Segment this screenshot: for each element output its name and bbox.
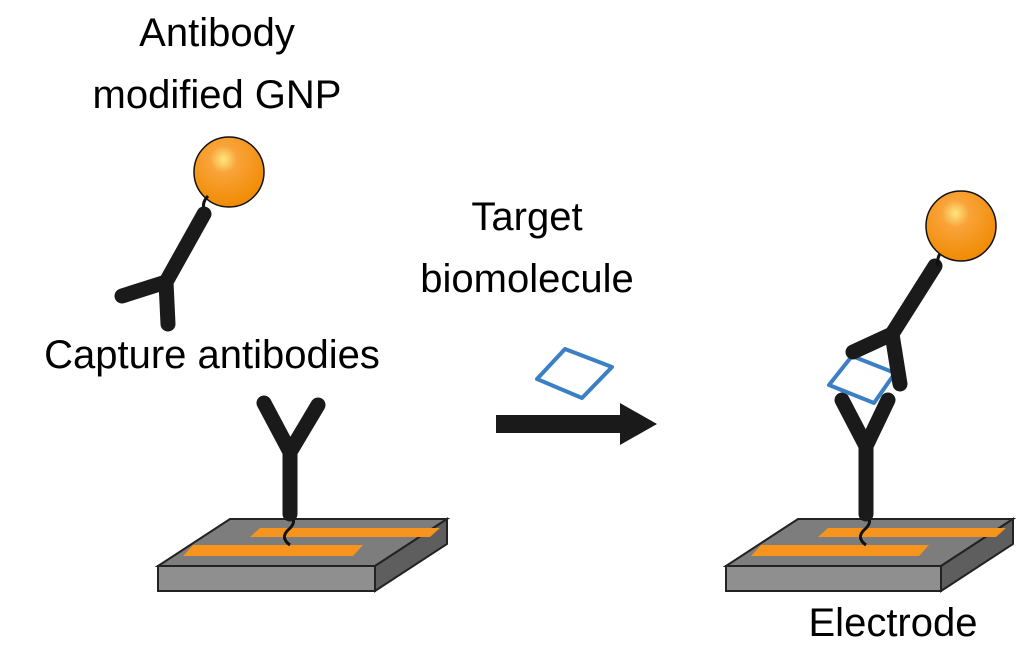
electrode-chip-icon	[722, 517, 1017, 593]
gnp-sphere-icon	[925, 190, 997, 262]
left-electrode-assembly	[154, 395, 451, 593]
chip-front	[725, 565, 942, 592]
right-arrow-icon	[496, 403, 657, 445]
bound-biomolecule-icon	[827, 354, 897, 405]
electrode-stripe	[183, 545, 363, 556]
electrode-label: Electrode	[809, 601, 978, 645]
detection-antibody-icon	[114, 206, 212, 332]
capture-antibodies-label: Capture antibodies	[44, 333, 380, 377]
free-gnp-conjugate	[114, 136, 265, 332]
electrode-stripe	[250, 528, 440, 537]
gnp-label-line2: modified GNP	[93, 73, 342, 117]
electrode-chip-icon	[154, 517, 451, 593]
target-label-line2: biomolecule	[420, 257, 633, 301]
bound-detection-antibody-icon	[845, 258, 943, 392]
right-electrode-assembly	[722, 190, 1017, 593]
gnp-label-line1: Antibody	[139, 11, 295, 55]
target-biomolecule-icon	[535, 347, 614, 400]
target-label-line1: Target	[471, 195, 582, 239]
capture-antibody-icon	[256, 395, 326, 522]
electrode-stripe	[751, 545, 929, 556]
capture-antibody-icon	[834, 392, 896, 522]
electrode-stripe	[818, 528, 1006, 537]
chip-front	[157, 565, 376, 592]
gnp-sphere-icon	[193, 136, 265, 208]
